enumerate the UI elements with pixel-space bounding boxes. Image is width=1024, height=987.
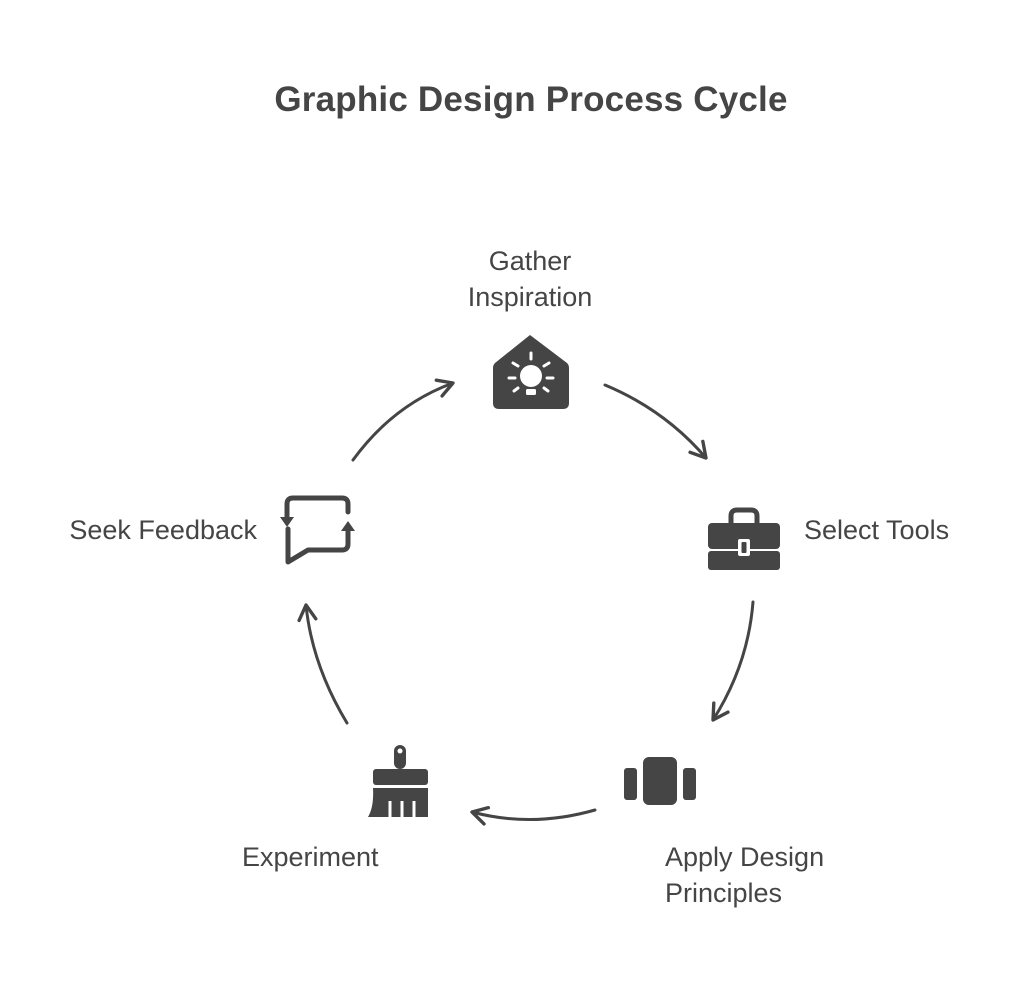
step-label-apply-design-principles: Apply Design Principles [665, 839, 824, 911]
step-label-line: Apply Design [665, 842, 825, 872]
step-label-line: Seek Feedback [69, 515, 257, 545]
chat-refresh-icon [280, 495, 355, 565]
step-label-gather-inspiration: Gather Inspiration [430, 243, 630, 315]
arrow-principles-to-experiment [470, 805, 597, 826]
toolbox-icon [708, 507, 780, 570]
step-label-line: Experiment [242, 842, 379, 872]
arrow-inspiration-to-tools [603, 383, 708, 460]
step-label-line: Gather [488, 246, 572, 276]
step-label-select-tools: Select Tools [804, 512, 949, 548]
step-label-experiment: Experiment [242, 839, 379, 875]
columns-icon [624, 757, 696, 805]
diagram-title: Graphic Design Process Cycle [274, 80, 788, 119]
arrow-experiment-to-feedback [297, 603, 349, 725]
arrow-feedback-to-inspiration [351, 378, 455, 462]
step-label-line: Inspiration [467, 282, 593, 312]
step-label-seek-feedback: Seek Feedback [30, 512, 257, 548]
lightbulb-house-icon [493, 335, 569, 409]
paintbrush-icon [368, 745, 428, 817]
step-label-line: Principles [665, 878, 783, 908]
step-label-line: Select Tools [804, 515, 950, 545]
arrow-tools-to-principles [711, 600, 755, 722]
